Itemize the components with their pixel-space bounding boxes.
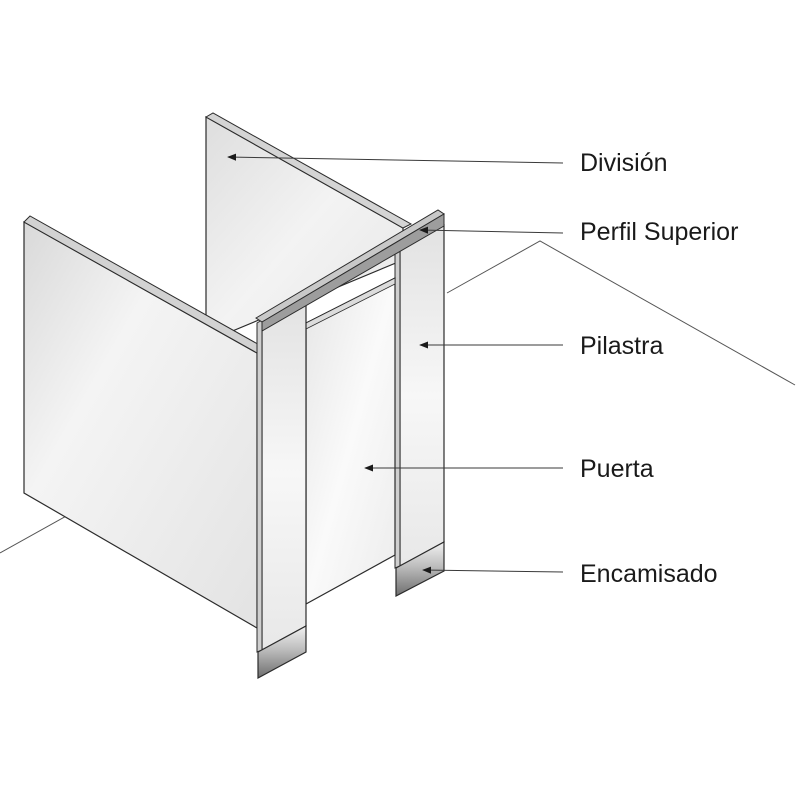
floor-line-right — [446, 240, 796, 386]
leader-division — [227, 153, 564, 164]
callout-labels: División Perfil Superior Pilastra Puerta… — [580, 149, 738, 588]
shoe-left — [257, 624, 307, 680]
pilaster-left-side — [256, 319, 263, 653]
label-perfil-superior: Perfil Superior — [580, 218, 738, 246]
division-panel — [204, 112, 413, 343]
headrail — [255, 209, 445, 332]
shoe-right — [395, 540, 445, 597]
pilaster-right-face — [399, 224, 445, 568]
door — [305, 277, 396, 606]
pilaster-right-side — [394, 247, 401, 569]
pilaster-left — [256, 296, 307, 680]
headrail-front — [261, 213, 445, 332]
door-face — [305, 277, 396, 606]
division-panel-top-edge — [204, 112, 413, 229]
leader-perfil-superior — [419, 226, 564, 234]
pilaster-left-face — [261, 296, 307, 652]
label-puerta: Puerta — [580, 455, 654, 483]
label-pilastra: Pilastra — [580, 332, 663, 360]
label-encamisado: Encamisado — [580, 560, 718, 588]
label-division: División — [580, 149, 668, 177]
leader-encamisado — [422, 566, 564, 574]
leader-lines — [227, 153, 564, 574]
pilaster-right — [394, 224, 445, 597]
